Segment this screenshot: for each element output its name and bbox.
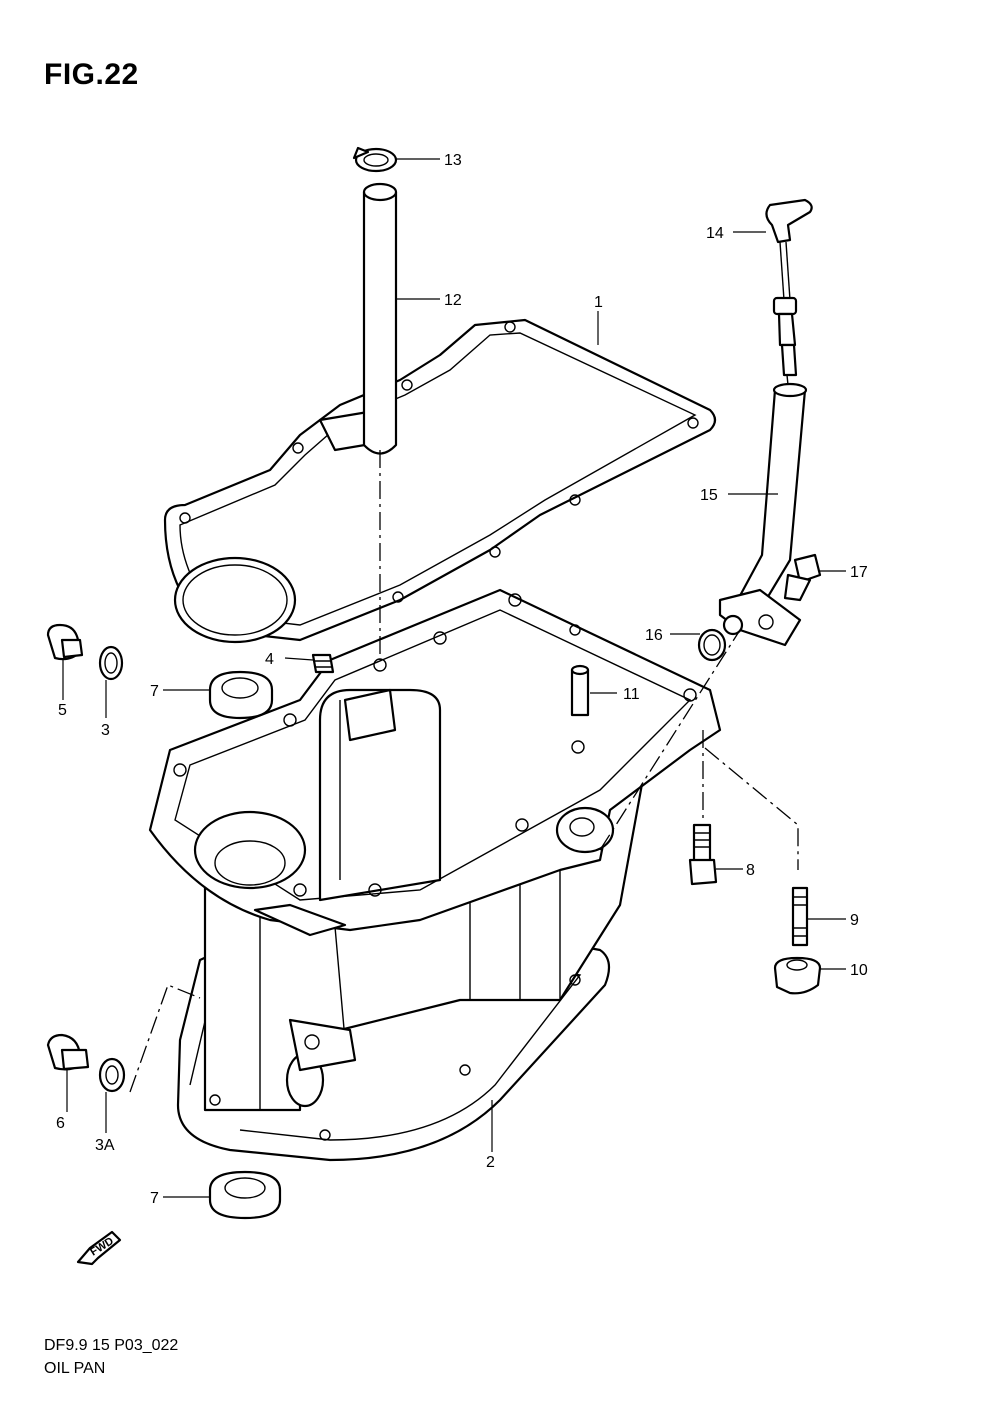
label-5: 5: [58, 702, 67, 719]
diagram-name: OIL PAN: [44, 1360, 106, 1377]
oil-level-gauge: [765, 198, 813, 396]
o-ring: [697, 628, 727, 662]
label-15: 15: [700, 487, 718, 504]
guide-bolt: [783, 553, 822, 602]
oil-pan-gasket: [163, 318, 717, 644]
label-6: 6: [56, 1115, 65, 1132]
label-10: 10: [850, 962, 868, 979]
oil-suction-pipe: [362, 182, 398, 455]
diagram-code: DF9.9 15 P03_022: [44, 1337, 179, 1354]
hose-clip: [352, 146, 398, 173]
flange-nut: [773, 956, 822, 995]
gasket-3a: [98, 1057, 126, 1093]
figure-title: FIG.22: [44, 58, 139, 91]
diagram-footer: DF9.9 15 P03_022 OIL PAN: [44, 1334, 178, 1380]
bolt-8: [688, 823, 718, 886]
leader-lines: [62, 158, 846, 1198]
label-2: 2: [486, 1154, 495, 1171]
label-11: 11: [623, 686, 640, 703]
dowel-pin: [570, 664, 590, 717]
gasket-3: [98, 645, 124, 681]
oil-level-gauge-guide: [718, 382, 808, 647]
drain-plug-upper: [46, 623, 84, 661]
label-16: 16: [645, 627, 663, 644]
stud-bolt: [791, 886, 809, 947]
part-labels: 13 12 1 14 15 17 16 4 7 11 5 3 8 9 10 6 …: [56, 152, 868, 1207]
plug: [311, 653, 335, 674]
label-4: 4: [265, 651, 274, 668]
label-17: 17: [850, 564, 868, 581]
label-14: 14: [706, 225, 724, 242]
label-7-upper: 7: [150, 683, 159, 700]
label-13: 13: [444, 152, 462, 169]
label-1: 1: [594, 294, 603, 311]
label-3a: 3A: [95, 1137, 115, 1154]
label-7-lower: 7: [150, 1190, 159, 1207]
oil-seal-lower: [208, 1170, 282, 1220]
oil-seal-upper: [208, 670, 274, 720]
label-3: 3: [101, 722, 110, 739]
label-12: 12: [444, 292, 462, 309]
drain-plug-lower: [46, 1033, 90, 1071]
label-8: 8: [746, 862, 755, 879]
alignment-lines: [129, 450, 799, 1093]
forward-direction-arrow: FWD: [76, 1230, 122, 1266]
label-9: 9: [850, 912, 859, 929]
